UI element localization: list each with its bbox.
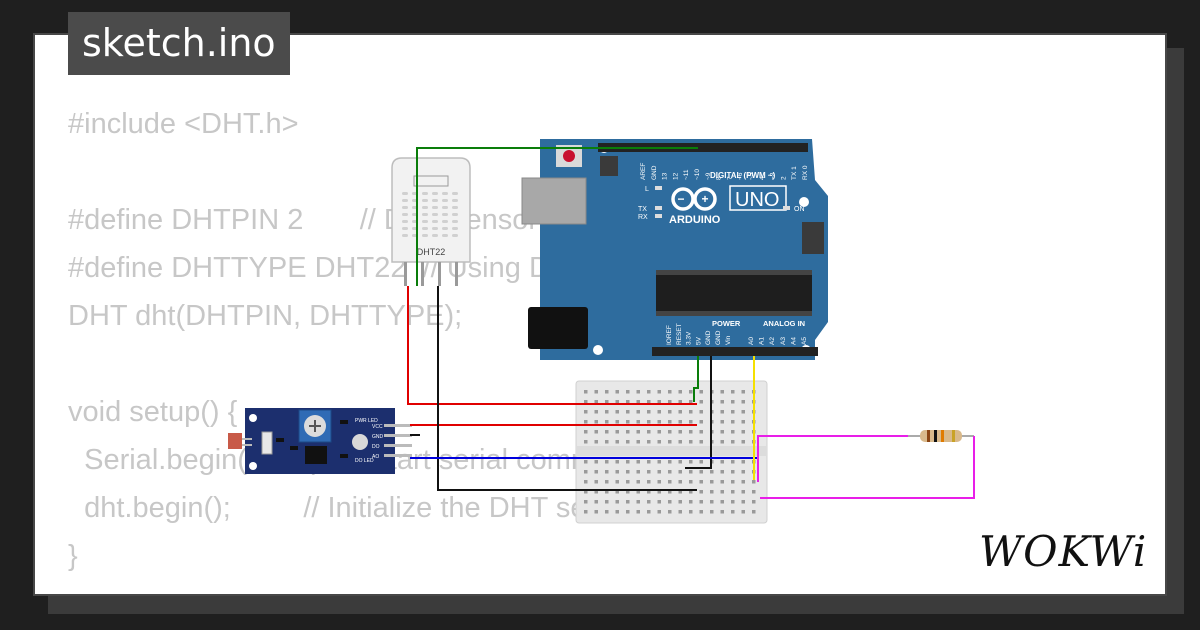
led-label-rx: RX bbox=[638, 214, 648, 221]
pin-label: TX 1 bbox=[791, 166, 798, 180]
arduino-uno-board[interactable]: − + ARDUINO UNO DIGITAL (PWM ~) POWER AN… bbox=[521, 139, 828, 360]
breadboard[interactable] bbox=[575, 380, 768, 524]
arduino-model-text: UNO bbox=[735, 189, 779, 211]
ldr-label-ao: AO bbox=[372, 454, 379, 460]
pin-label: A0 bbox=[748, 337, 755, 345]
pin-label: 3.3V bbox=[686, 331, 693, 345]
wire-black-gnd bbox=[685, 356, 712, 469]
pin-label: A3 bbox=[780, 337, 787, 345]
code-line: void setup() { bbox=[68, 396, 238, 428]
pin-label: RX 0 bbox=[802, 165, 809, 180]
ldr-sensor-module[interactable]: PWR LED VCC GND DO AO DO LED bbox=[228, 408, 419, 474]
pin-label: AREF bbox=[640, 163, 647, 180]
digital-header-label: DIGITAL (PWM ~) bbox=[710, 171, 776, 180]
led-label-on: ON bbox=[794, 206, 805, 213]
digital-header bbox=[598, 143, 808, 152]
wokwi-logo[interactable]: WOKWi bbox=[975, 522, 1151, 578]
dht22-sensor[interactable]: DHT22 bbox=[391, 157, 471, 286]
ldr-label-do-led: DO LED bbox=[355, 458, 374, 464]
code-line: } bbox=[68, 540, 78, 572]
pin-label: A2 bbox=[769, 337, 776, 345]
ldr-label-vcc: VCC bbox=[372, 424, 383, 430]
pin-label: IOREF bbox=[666, 325, 673, 345]
pin-label: 2 bbox=[780, 176, 787, 180]
pin-label: 13 bbox=[662, 172, 669, 180]
dht22-label: DHT22 bbox=[417, 247, 446, 257]
led-label-l: L bbox=[645, 186, 649, 193]
pin-label: 8 bbox=[716, 176, 723, 180]
arduino-brand-text: ARDUINO bbox=[669, 214, 721, 226]
power-analog-header bbox=[652, 347, 818, 356]
file-title-tab[interactable]: sketch.ino bbox=[68, 12, 290, 75]
ldr-label-do: DO bbox=[372, 444, 380, 450]
atmega-chip bbox=[656, 275, 812, 311]
pin-label: RESET bbox=[676, 323, 683, 345]
pin-label: ~11 bbox=[683, 169, 690, 180]
svg-text:+: + bbox=[701, 192, 708, 206]
led-label-tx: TX bbox=[638, 206, 647, 213]
pin-label: ~3 bbox=[770, 172, 777, 180]
wire-green-dht-data bbox=[416, 147, 698, 286]
wokwi-logo-text: WOKWi bbox=[979, 527, 1147, 576]
pin-label: ~5 bbox=[748, 172, 755, 180]
photoresistor bbox=[228, 433, 242, 449]
pin-label: 7 bbox=[726, 176, 733, 180]
wire-red-dht-vcc bbox=[407, 286, 697, 405]
wire-green-5v bbox=[693, 356, 699, 402]
pin-label: ~6 bbox=[737, 172, 744, 180]
pin-label: A1 bbox=[759, 337, 766, 345]
ldr-label-gnd: GND bbox=[372, 434, 384, 440]
analog-header-label: ANALOG IN bbox=[763, 319, 805, 328]
power-jack bbox=[528, 307, 588, 349]
ldr-label-pwr-led: PWR LED bbox=[355, 418, 378, 424]
wire-magenta-resistor bbox=[757, 435, 908, 482]
wire-black-dht-gnd bbox=[437, 286, 697, 491]
svg-text:−: − bbox=[677, 192, 684, 206]
pin-label: ~10 bbox=[694, 169, 701, 180]
pin-label: A5 bbox=[801, 337, 808, 345]
pin-label: 4 bbox=[759, 176, 766, 180]
pin-label: 12 bbox=[672, 172, 679, 180]
code-line: #include <DHT.h> bbox=[68, 108, 299, 140]
pin-label: GND bbox=[705, 330, 712, 345]
code-line: DHT dht(DHTPIN, DHTTYPE); bbox=[68, 300, 463, 332]
pin-label: A4 bbox=[790, 337, 797, 345]
pin-label: GND bbox=[651, 165, 658, 180]
pin-label: Vin bbox=[725, 335, 732, 345]
power-header-label: POWER bbox=[712, 319, 741, 328]
pin-label: 5V bbox=[695, 336, 702, 345]
pin-label: GND bbox=[715, 330, 722, 345]
wire-magenta-return bbox=[760, 436, 975, 499]
pin-label: ~9 bbox=[705, 172, 712, 180]
resistor[interactable] bbox=[908, 430, 974, 442]
usb-connector bbox=[521, 177, 587, 225]
wires bbox=[407, 147, 975, 499]
arduino-logo-icon bbox=[671, 187, 717, 211]
